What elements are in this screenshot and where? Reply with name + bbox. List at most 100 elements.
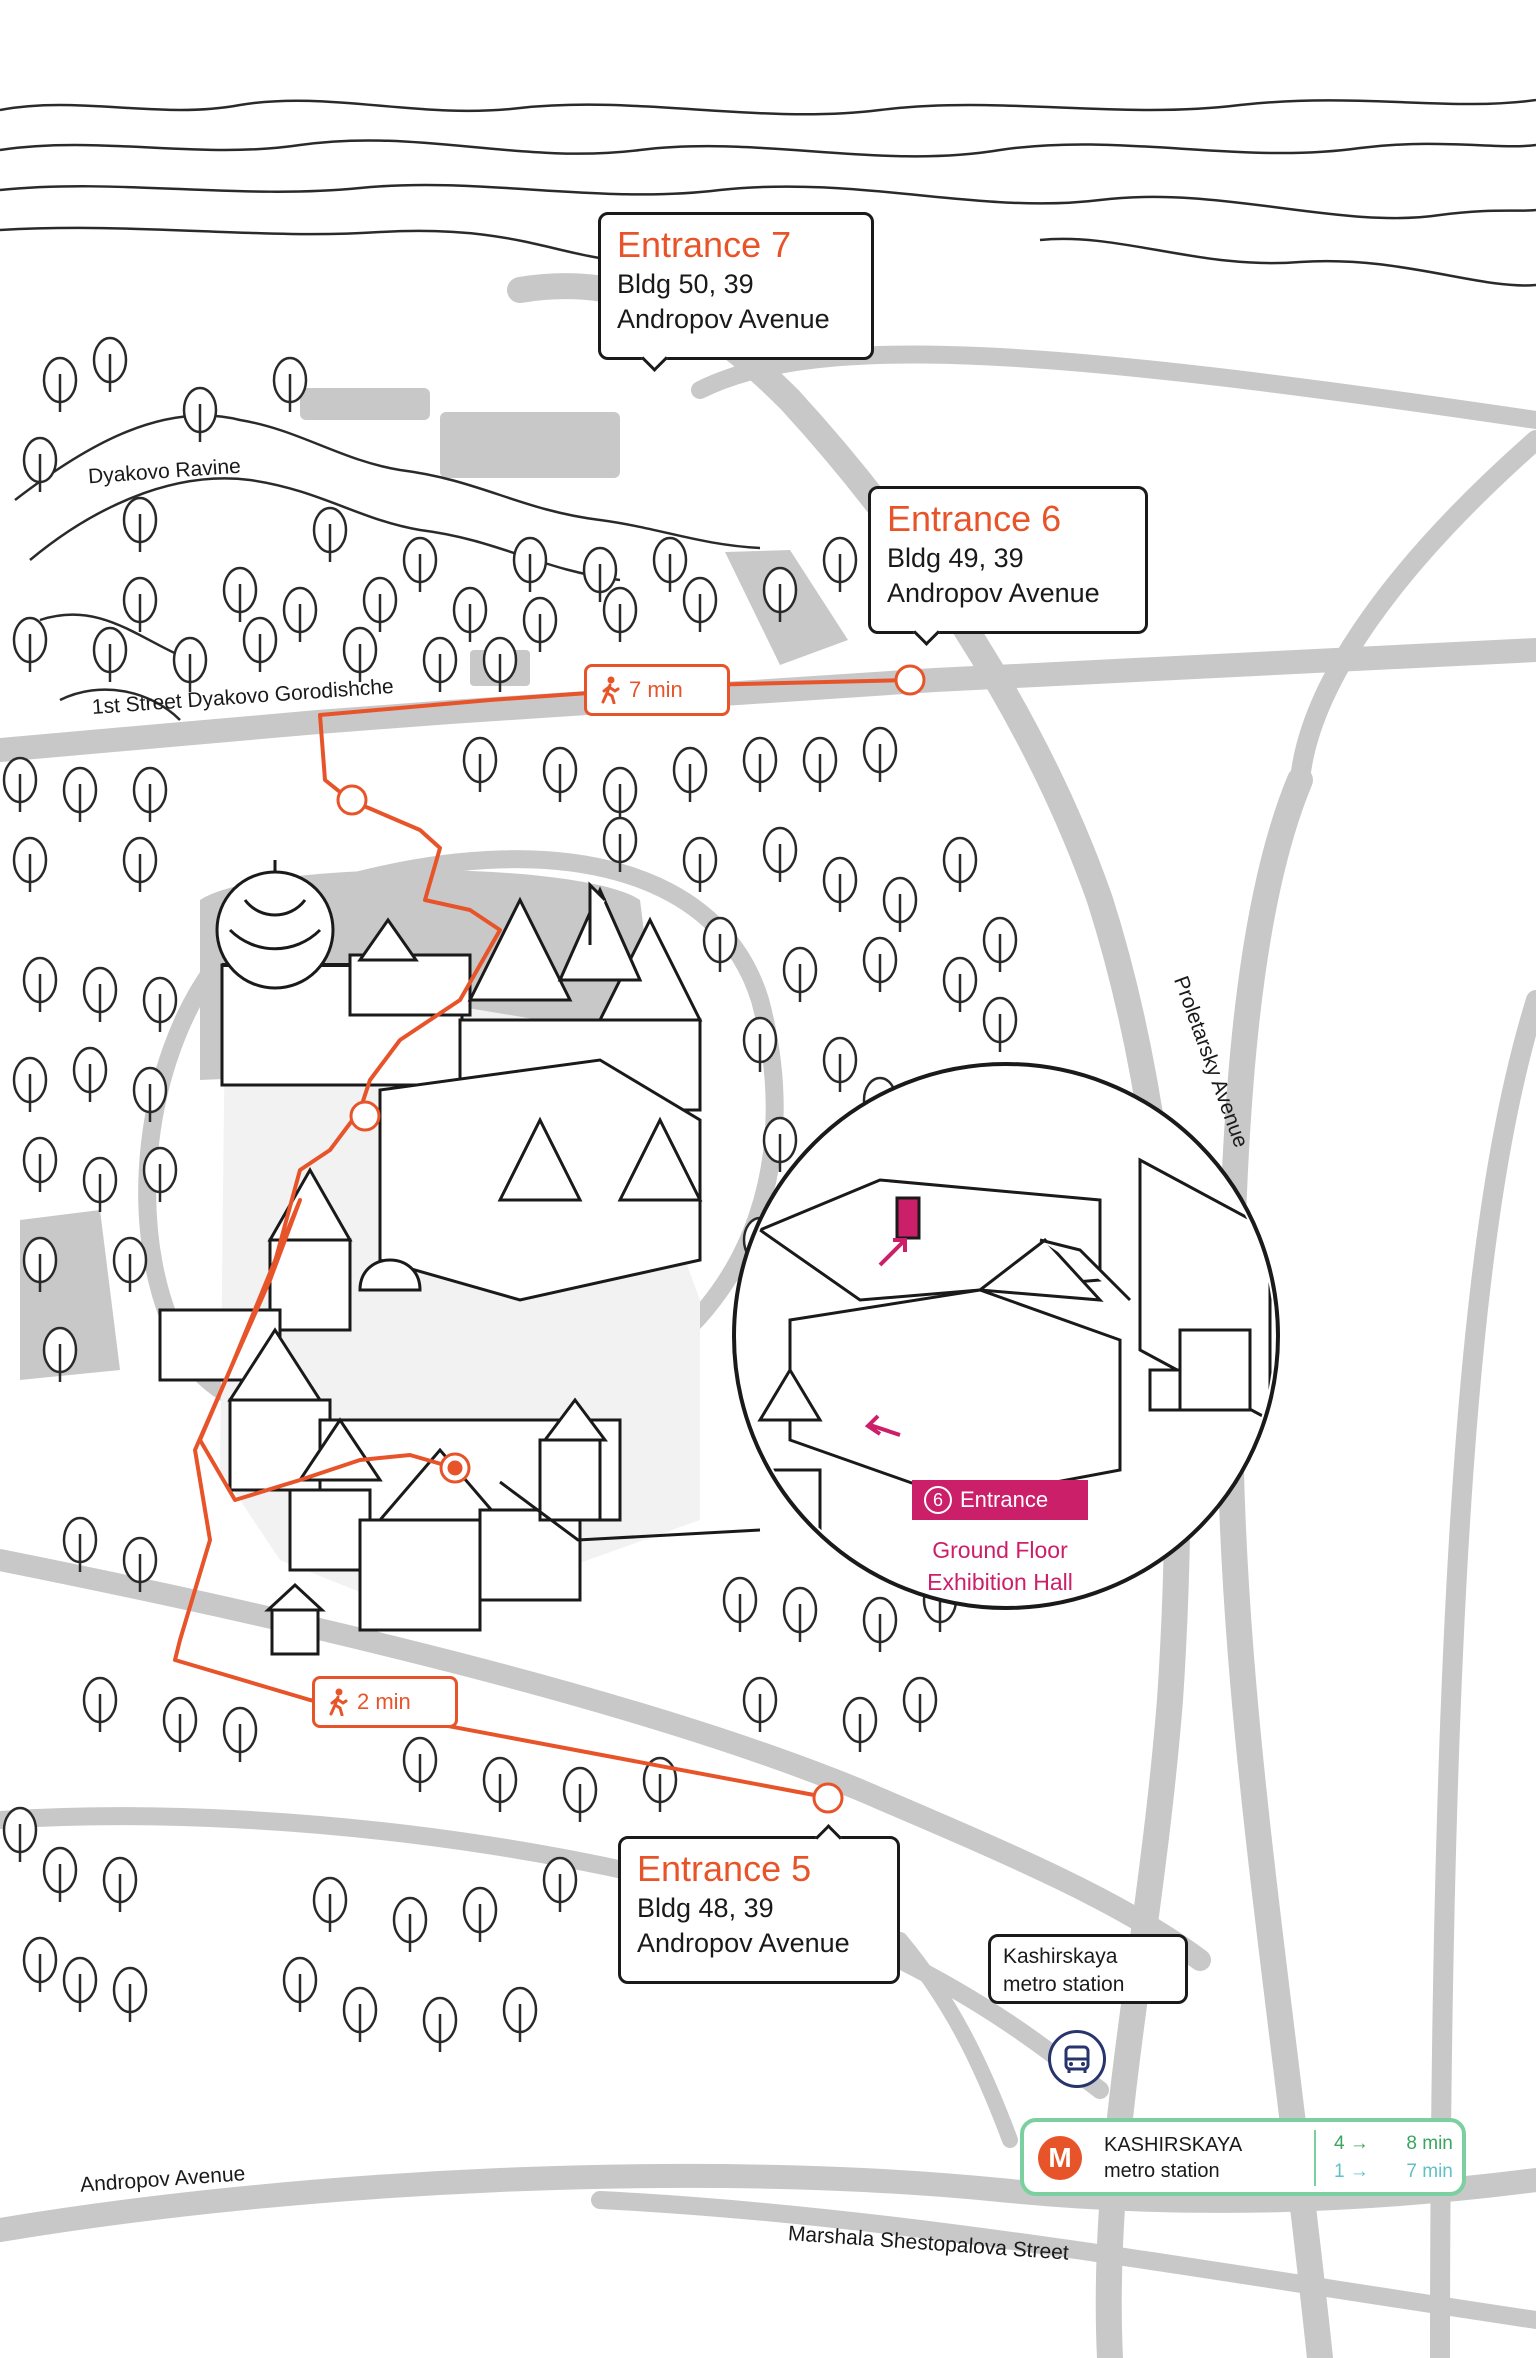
tree xyxy=(602,766,638,822)
metro-time-2: 7 min xyxy=(1406,2161,1453,2182)
tree xyxy=(122,836,158,892)
tree xyxy=(402,536,438,592)
tree xyxy=(882,876,918,932)
bus-glyph-icon xyxy=(1064,2045,1090,2073)
walk-time-south-label: 2 min xyxy=(357,1689,411,1714)
tree xyxy=(182,386,218,442)
tree xyxy=(362,576,398,632)
entrance-7-title: Entrance 7 xyxy=(617,224,792,265)
tree xyxy=(862,726,898,782)
metro-time-1: 8 min xyxy=(1406,2133,1453,2154)
tree xyxy=(2,756,38,812)
walk-time-north-label: 7 min xyxy=(629,677,683,702)
entrance-5-street: Andropov Avenue xyxy=(637,1928,850,1958)
tree xyxy=(22,956,58,1012)
metro-exit-1: 4 → xyxy=(1334,2133,1369,2154)
tree xyxy=(822,856,858,912)
tree xyxy=(902,1676,938,1732)
tree xyxy=(132,1066,168,1122)
tree xyxy=(22,1136,58,1192)
metro-name-line2: metro station xyxy=(1104,2160,1220,2182)
tree xyxy=(782,1586,818,1642)
tree xyxy=(122,1536,158,1592)
tree xyxy=(42,356,78,412)
entrance-5-callout[interactable]: Entrance 5 Bldg 48, 39 Andropov Avenue xyxy=(618,1824,900,1984)
tree xyxy=(82,1676,118,1732)
inset-caption-line1: Ground Floor xyxy=(932,1537,1068,1563)
entrance-7-callout[interactable]: Entrance 7 Bldg 50, 39 Andropov Avenue xyxy=(598,212,874,372)
entrance-6-street: Andropov Avenue xyxy=(887,578,1100,608)
tree xyxy=(142,1146,178,1202)
tree xyxy=(392,1896,428,1952)
tree xyxy=(222,1706,258,1762)
tree xyxy=(72,1046,108,1102)
tree xyxy=(742,1676,778,1732)
tree xyxy=(172,636,208,692)
tree xyxy=(862,1596,898,1652)
tree xyxy=(92,336,128,392)
metro-exit-row-2: 1 → 7 min xyxy=(1334,2158,1453,2186)
tree xyxy=(822,1036,858,1092)
tree xyxy=(762,826,798,882)
entrance-6-title: Entrance 6 xyxy=(887,498,1062,539)
entrance-5-title: Entrance 5 xyxy=(637,1848,812,1889)
tree xyxy=(242,616,278,672)
walking-routes xyxy=(173,678,913,1800)
metro-station-box[interactable]: M KASHIRSKAYA metro station 4 → 8 min 1 →… xyxy=(1020,2118,1466,2196)
tree xyxy=(22,1236,58,1292)
tree xyxy=(582,546,618,602)
tree xyxy=(822,536,858,592)
tree xyxy=(542,1856,578,1912)
walk-time-south: 2 min xyxy=(312,1676,458,1728)
tree xyxy=(522,596,558,652)
inset-caption-line2: Exhibition Hall xyxy=(927,1569,1073,1595)
roads xyxy=(0,273,1536,2358)
tree xyxy=(672,746,708,802)
metro-exit-2: 1 → xyxy=(1334,2161,1369,2182)
tree xyxy=(122,496,158,552)
metro-divider xyxy=(1314,2130,1316,2186)
entrance-6-callout[interactable]: Entrance 6 Bldg 49, 39 Andropov Avenue xyxy=(868,486,1148,646)
tree xyxy=(742,1016,778,1072)
tree xyxy=(42,1326,78,1382)
tree xyxy=(942,956,978,1012)
tree xyxy=(12,1056,48,1112)
tree xyxy=(22,1936,58,1992)
tree xyxy=(682,576,718,632)
kremlin-complex xyxy=(158,860,703,1656)
inset-entrance-tag: 6 Entrance xyxy=(912,1480,1088,1520)
tree xyxy=(602,816,638,872)
tree xyxy=(462,1886,498,1942)
tree xyxy=(342,626,378,682)
bus-icon[interactable] xyxy=(1048,2030,1106,2088)
tree xyxy=(112,1966,148,2022)
bus-stop-line2: metro station xyxy=(1003,1973,1125,1996)
tree xyxy=(722,1576,758,1632)
tree xyxy=(422,636,458,692)
bus-stop-line1: Kashirskaya xyxy=(1003,1945,1118,1968)
tree xyxy=(222,566,258,622)
tree xyxy=(42,1846,78,1902)
tree xyxy=(82,1156,118,1212)
tree xyxy=(602,586,638,642)
bus-stop-callout[interactable]: Kashirskaya metro station xyxy=(988,1934,1188,2004)
tree xyxy=(142,976,178,1032)
tree xyxy=(702,916,738,972)
metro-name-line1: KASHIRSKAYA xyxy=(1104,2134,1243,2156)
tree xyxy=(62,1516,98,1572)
tree xyxy=(682,836,718,892)
tree xyxy=(282,1956,318,2012)
tree xyxy=(82,966,118,1022)
tree xyxy=(512,536,548,592)
metro-logo-icon: M xyxy=(1038,2136,1082,2180)
tree xyxy=(982,916,1018,972)
tree xyxy=(162,1696,198,1752)
entrance-number-badge: 6 xyxy=(924,1486,952,1514)
tree xyxy=(282,586,318,642)
tree xyxy=(562,1766,598,1822)
tree xyxy=(272,356,308,412)
tree xyxy=(102,1856,138,1912)
walk-time-north: 7 min xyxy=(584,664,730,716)
tree xyxy=(402,1736,438,1792)
